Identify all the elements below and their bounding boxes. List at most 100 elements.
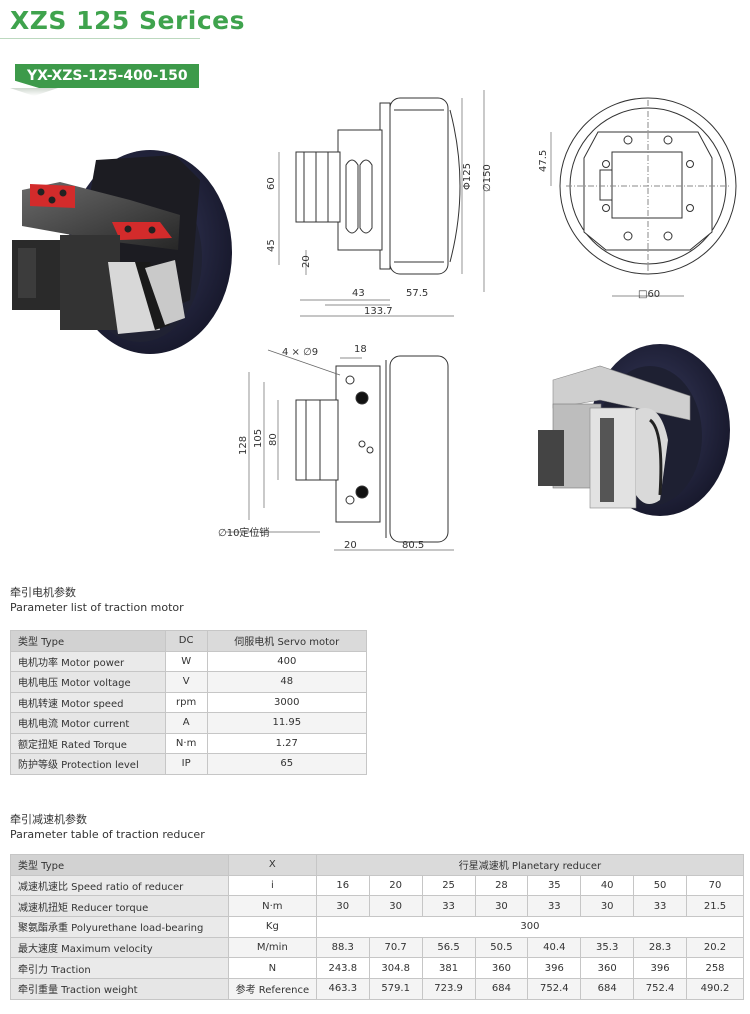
dim-phi125: Φ125 [462, 163, 473, 190]
table-cell: 360 [580, 957, 635, 980]
dim-80-5: 80.5 [402, 540, 424, 551]
series-title: XZS 125 Serices [10, 6, 246, 35]
table-cell: 11.95 [206, 712, 368, 734]
render-wheel-front [12, 150, 232, 354]
table-row: 牵引重量 Traction weight 参考 Reference 463.3 … [10, 978, 744, 1000]
motor-section-title-cn: 牵引电机参数 [10, 586, 76, 599]
table-cell: 电机电压 Motor voltage [10, 671, 166, 693]
table-cell: 35.3 [580, 936, 635, 959]
dim-holes: 4 × ∅9 [282, 347, 318, 358]
motor-section-title-en: Parameter list of traction motor [10, 601, 184, 614]
table-cell: N·m [227, 895, 317, 918]
table-row: 类型 Type X 行星减速机 Planetary reducer [10, 854, 745, 876]
table-cell: 400 [206, 650, 368, 672]
table-row: 类型 Type DC 伺服电机 Servo motor [10, 630, 368, 652]
table-cell: Kg [227, 916, 317, 938]
table-cell: 参考 Reference [227, 978, 317, 1000]
table-cell: 304.8 [368, 957, 423, 980]
table-cell: 16 [315, 874, 370, 897]
dim-60: 60 [266, 177, 277, 190]
table-cell: M/min [227, 936, 317, 959]
table-cell: 70 [686, 874, 744, 897]
table-cell: 65 [206, 753, 368, 775]
table-cell: X [227, 854, 317, 876]
table-cell: 33 [421, 895, 476, 918]
table-cell: 聚氨酯承重 Polyurethane load-bearing [10, 916, 229, 938]
table-cell: 243.8 [315, 957, 370, 980]
table-row: 额定扭矩 Rated Torque N·m 1.27 [10, 732, 368, 754]
table-cell: 381 [421, 957, 476, 980]
table-cell: IP [164, 753, 208, 775]
table-cell: 684 [580, 978, 635, 1000]
table-row: 聚氨酯承重 Polyurethane load-bearing Kg 300 [10, 916, 745, 938]
table-row: 牵引力 Traction N 243.8 304.8 381 360 396 3… [10, 957, 744, 980]
front-view-dims [550, 132, 684, 297]
table-cell: 20 [368, 874, 423, 897]
dim-80: 80 [268, 433, 279, 446]
table-cell: 类型 Type [10, 854, 229, 876]
table-cell: 牵引重量 Traction weight [10, 978, 229, 1000]
table-cell: 300 [315, 916, 745, 938]
top-view-dims [226, 349, 454, 551]
dim-105: 105 [253, 429, 264, 448]
model-badge: YX-XZS-125-400-150 [15, 64, 199, 88]
table-row: 减速机速比 Speed ratio of reducer i 16 20 25 … [10, 874, 744, 897]
table-cell: 35 [527, 874, 582, 897]
table-row: 最大速度 Maximum velocity M/min 88.3 70.7 56… [10, 936, 744, 959]
table-cell: rpm [164, 691, 208, 713]
table-cell: 684 [474, 978, 529, 1000]
top-view [295, 355, 449, 543]
reducer-parameter-table: 类型 Type X 行星减速机 Planetary reducer 减速机速比 … [10, 854, 745, 1000]
badge-shadow [10, 88, 58, 96]
table-cell: 21.5 [686, 895, 744, 918]
table-row: 减速机扭矩 Reducer torque N·m 30 30 33 30 33 … [10, 895, 744, 918]
table-cell: 额定扭矩 Rated Torque [10, 732, 166, 754]
dim-47-5: 47.5 [538, 150, 549, 172]
table-cell: 电机转速 Motor speed [10, 691, 166, 713]
table-cell: 最大速度 Maximum velocity [10, 936, 229, 959]
render-wheel-rear [538, 344, 730, 516]
table-cell: 伺服电机 Servo motor [206, 630, 368, 652]
dim-45: 45 [266, 239, 277, 252]
table-cell: 50.5 [474, 936, 529, 959]
table-row: 防护等级 Protection level IP 65 [10, 753, 368, 775]
table-cell: 490.2 [686, 978, 744, 1000]
table-cell: 258 [686, 957, 744, 980]
table-cell: N [227, 957, 317, 980]
table-cell: A [164, 712, 208, 734]
dim-20a: 20 [301, 255, 312, 268]
table-row: 电机电压 Motor voltage V 48 [10, 671, 368, 693]
table-cell: V [164, 671, 208, 693]
dim-phi150: ∅150 [482, 164, 493, 192]
table-cell: 50 [633, 874, 687, 897]
reducer-section-title-cn: 牵引减速机参数 [10, 813, 87, 826]
table-cell: 30 [315, 895, 370, 918]
table-cell: 88.3 [315, 936, 370, 959]
dim-57-5: 57.5 [406, 288, 428, 299]
table-cell: 30 [474, 895, 529, 918]
table-cell: 396 [633, 957, 687, 980]
table-cell: 减速机速比 Speed ratio of reducer [10, 874, 229, 897]
table-cell: 28 [474, 874, 529, 897]
table-cell: 40 [580, 874, 635, 897]
side-view-1-dims [278, 90, 485, 317]
dim-18: 18 [354, 344, 367, 355]
table-cell: 减速机扭矩 Reducer torque [10, 895, 229, 918]
table-cell: 20.2 [686, 936, 744, 959]
table-cell: 30 [580, 895, 635, 918]
table-cell: 70.7 [368, 936, 423, 959]
table-cell: 48 [206, 671, 368, 693]
table-cell: 30 [368, 895, 423, 918]
table-cell: 25 [421, 874, 476, 897]
technical-drawing: 60 45 20 43 57.5 133.7 Φ125 ∅150 47.5 □6… [12, 90, 737, 551]
table-cell: W [164, 650, 208, 672]
dim-pin: ∅10定位销 [218, 526, 269, 539]
title-underline [0, 38, 200, 39]
table-cell: 579.1 [368, 978, 423, 1000]
table-cell: 3000 [206, 691, 368, 713]
table-cell: 电机功率 Motor power [10, 650, 166, 672]
table-cell: DC [164, 630, 208, 652]
table-cell: 33 [527, 895, 582, 918]
table-cell: 40.4 [527, 936, 582, 959]
table-cell: 牵引力 Traction [10, 957, 229, 980]
